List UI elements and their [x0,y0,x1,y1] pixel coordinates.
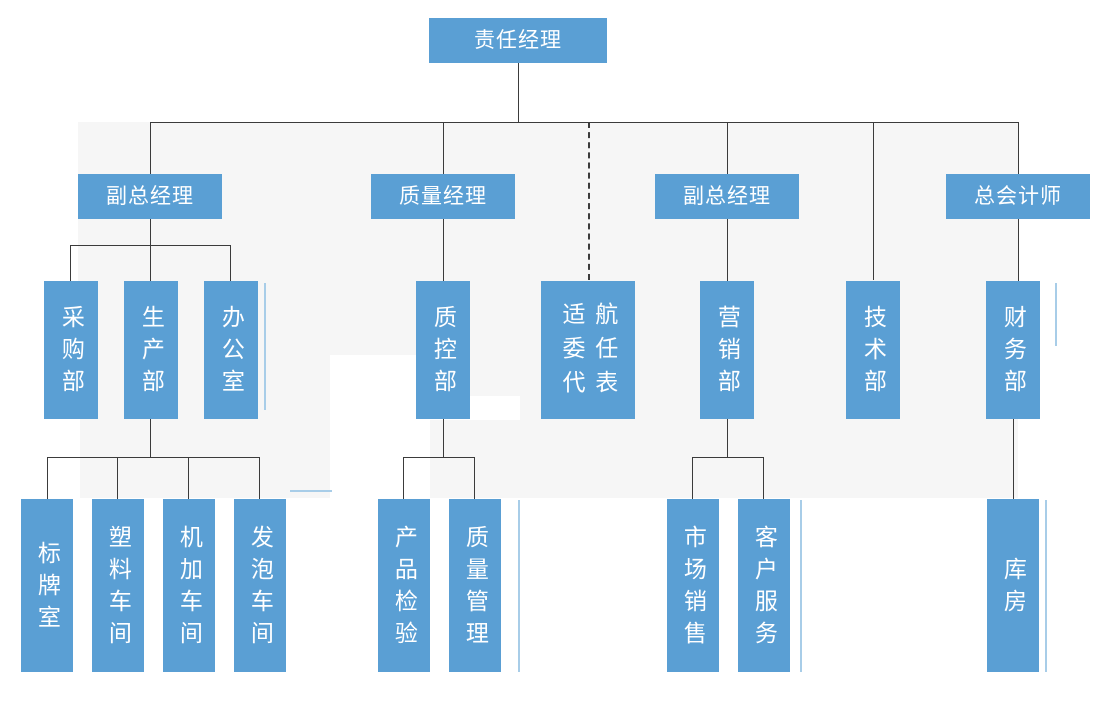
edge-qc-down [443,419,444,457]
edge-workshop-bus [47,457,259,458]
airworthiness-col-1: 适委代 [559,302,585,404]
node-foaming-workshop[interactable]: 发泡车间 [234,499,286,672]
node-marketing-dept[interactable]: 营销部 [700,281,754,419]
node-deputy-gm-1[interactable]: 副总经理 [78,174,222,219]
node-procurement-dept[interactable]: 采购部 [44,281,98,419]
edge-qc-bus [403,457,474,458]
edge-root-down [518,63,519,122]
backdrop-notch-right [810,498,1018,518]
edge-to-qualitymgmt [474,457,475,499]
edge-to-procurement [70,245,71,281]
node-office[interactable]: 办公室 [204,281,258,419]
edge-vicegm1-down [150,219,151,245]
node-production-dept[interactable]: 生产部 [124,281,178,419]
node-product-inspection[interactable]: 产品检验 [378,499,430,672]
node-market-sales[interactable]: 市场销售 [667,499,719,672]
edge-drop-tech [873,122,874,280]
edge-to-office [230,245,231,281]
node-quality-manager[interactable]: 质量经理 [371,174,515,219]
node-sign-room[interactable]: 标牌室 [21,499,73,672]
accent-line-sales [800,500,802,672]
edge-qualitymgr-down [443,219,444,281]
accent-line-finance [1055,283,1057,346]
edge-marketing-bus [692,457,763,458]
edge-drop-vicegm2 [727,122,728,174]
node-responsible-manager[interactable]: 责任经理 [429,18,607,63]
edge-to-sales [692,457,693,499]
accent-line-warehouse [1045,500,1047,672]
edge-to-machining [188,457,189,499]
edge-to-signroom [47,457,48,499]
node-chief-accountant[interactable]: 总会计师 [946,174,1090,219]
edge-level2-bus [150,122,1018,123]
edge-to-plastics [117,457,118,499]
node-quality-management[interactable]: 质量管理 [449,499,501,672]
edge-to-foaming [259,457,260,499]
node-airworthiness-representative[interactable]: 适委代 航任表 [541,281,635,419]
edge-accountant-down [1018,219,1019,281]
edge-production-down [150,419,151,457]
airworthiness-col-2: 航任表 [591,302,618,404]
edge-marketing-down [727,419,728,457]
accent-line-qualitymgmt [518,500,520,672]
edge-to-inspection [403,457,404,499]
edge-finance-warehouse [1013,419,1014,499]
edge-drop-vicegm1 [150,122,151,174]
node-machining-workshop[interactable]: 机加车间 [163,499,215,672]
node-finance-dept[interactable]: 财务部 [986,281,1040,419]
node-customer-service[interactable]: 客户服务 [738,499,790,672]
edge-drop-airworthiness-dashed [588,122,590,280]
node-plastics-workshop[interactable]: 塑料车间 [92,499,144,672]
edge-vicegm2-down [727,219,728,281]
backdrop-notch-mid [330,355,430,500]
accent-line-office [264,283,266,410]
edge-to-service [763,457,764,499]
edge-to-production [150,245,151,281]
edge-drop-accountant [1018,122,1019,174]
accent-line-foaming [290,490,332,492]
node-warehouse[interactable]: 库房 [987,499,1039,672]
node-quality-control-dept[interactable]: 质控部 [416,281,470,419]
edge-drop-qualitymgr [443,122,444,174]
node-technology-dept[interactable]: 技术部 [846,281,900,419]
node-deputy-gm-2[interactable]: 副总经理 [655,174,799,219]
